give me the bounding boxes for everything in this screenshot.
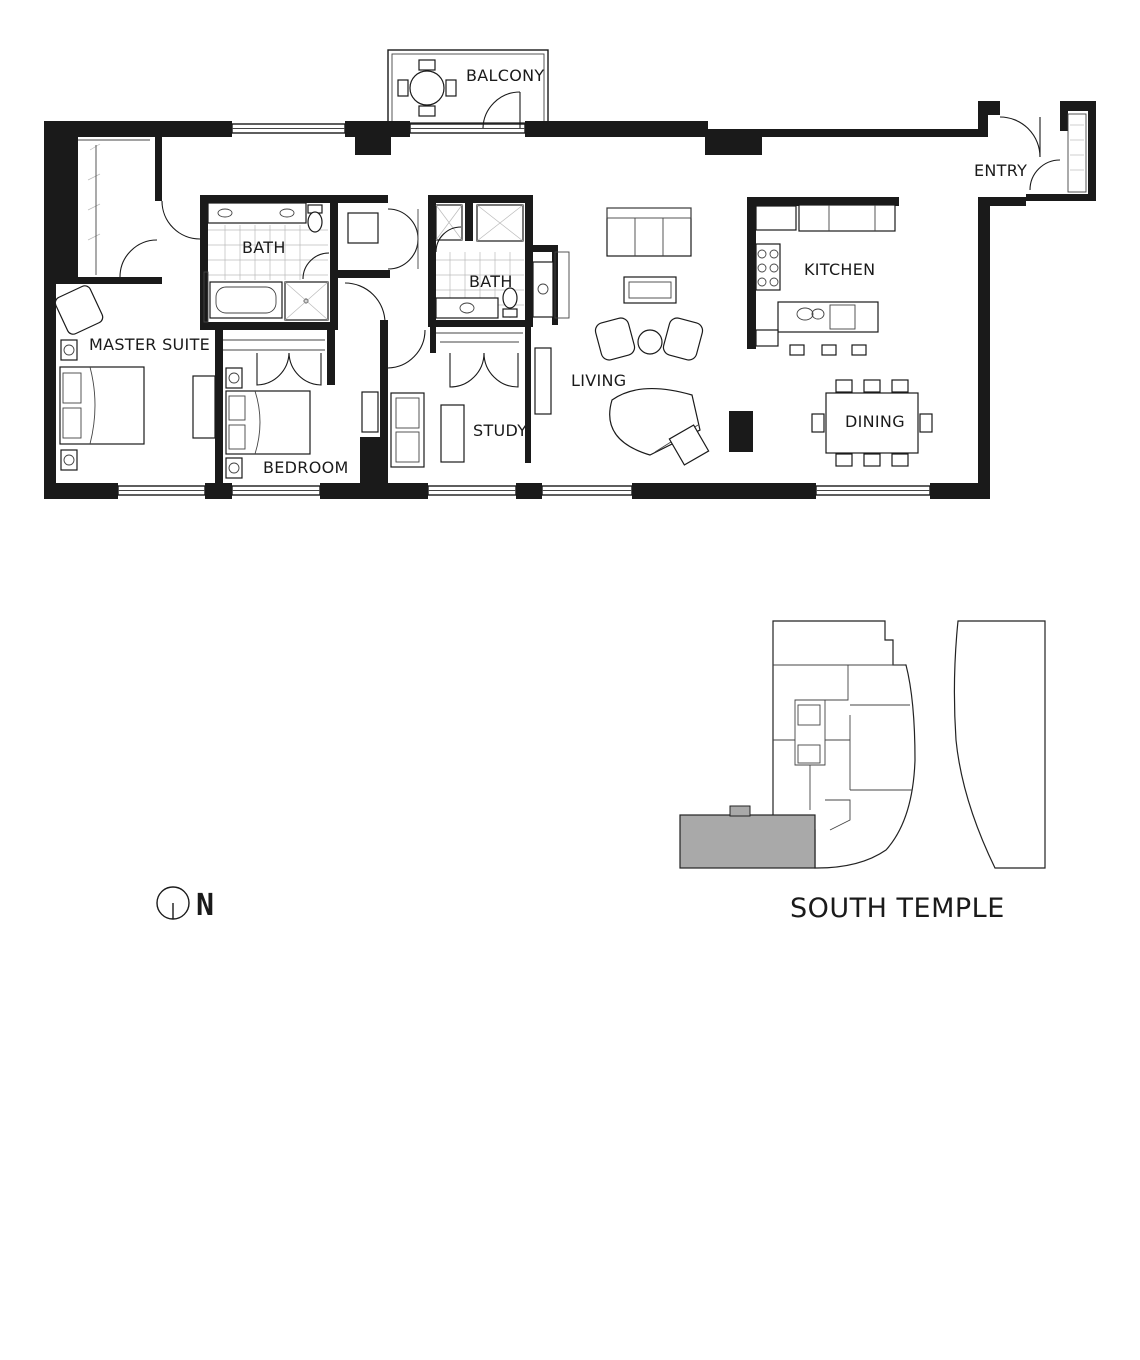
coffee-table-icon xyxy=(623,276,677,304)
site-key-plan xyxy=(679,620,1046,869)
adjacent-building-outline xyxy=(953,620,1046,869)
sofa-icon xyxy=(606,207,692,257)
kitchen-island xyxy=(777,301,879,333)
master-suite-furniture xyxy=(54,285,216,471)
table-icon xyxy=(440,404,465,463)
second-bath-fixtures xyxy=(435,203,570,319)
dresser-icon xyxy=(192,375,216,439)
armchair-icon xyxy=(662,317,704,361)
nightstand-icon xyxy=(60,449,78,471)
bed-icon xyxy=(59,366,145,445)
entry-vestibule xyxy=(999,101,1096,201)
nightstand-icon xyxy=(225,367,243,389)
piano-bench-icon xyxy=(668,424,710,466)
toilet-icon xyxy=(502,287,518,309)
street-label: SOUTH TEMPLE xyxy=(790,893,1005,924)
highlighted-unit xyxy=(679,814,816,869)
label-study: STUDY xyxy=(473,421,527,440)
label-living: LIVING xyxy=(571,371,626,390)
label-balcony: BALCONY xyxy=(466,66,544,85)
label-dining: DINING xyxy=(845,412,905,431)
nightstand-icon xyxy=(225,457,243,479)
north-arrow-icon xyxy=(156,886,190,920)
column xyxy=(729,411,753,452)
cooktop-icon xyxy=(755,243,781,291)
balcony-area xyxy=(387,49,549,130)
armchair-icon xyxy=(54,285,104,335)
label-entry: ENTRY xyxy=(974,161,1027,180)
kitchen-fixtures xyxy=(755,204,896,356)
label-kitchen: KITCHEN xyxy=(804,260,875,279)
north-label: N xyxy=(196,888,214,923)
dining-table-icon xyxy=(825,392,919,454)
sink-icon xyxy=(796,307,814,321)
building-outline xyxy=(772,620,916,869)
study-area xyxy=(361,332,552,468)
balcony-table-set xyxy=(397,59,457,117)
dining-furniture xyxy=(811,379,933,467)
label-second-bath: BATH xyxy=(469,272,513,291)
label-master-bath: BATH xyxy=(242,238,286,257)
upper-cabinets xyxy=(798,204,896,232)
side-table-icon xyxy=(637,329,663,355)
living-furniture xyxy=(594,207,753,466)
master-bath-fixtures xyxy=(203,202,330,323)
sofa-icon xyxy=(390,392,425,468)
label-bedroom: BEDROOM xyxy=(263,458,349,477)
master-closet xyxy=(56,137,201,284)
bed-icon xyxy=(225,390,311,455)
sink-icon xyxy=(459,302,475,314)
room-labels: BALCONY ENTRY BATH BATH KITCHEN MASTER S… xyxy=(89,66,1027,477)
nightstand-icon xyxy=(60,339,78,361)
toilet-icon xyxy=(307,211,323,233)
washer-icon xyxy=(347,212,379,244)
hall-closet xyxy=(344,208,426,369)
laundry-icon xyxy=(532,261,554,318)
exterior-walls xyxy=(44,101,1026,499)
interior-walls xyxy=(200,195,899,485)
armchair-icon xyxy=(594,317,636,361)
bedroom-furniture xyxy=(223,339,325,479)
label-master-suite: MASTER SUITE xyxy=(89,335,210,354)
